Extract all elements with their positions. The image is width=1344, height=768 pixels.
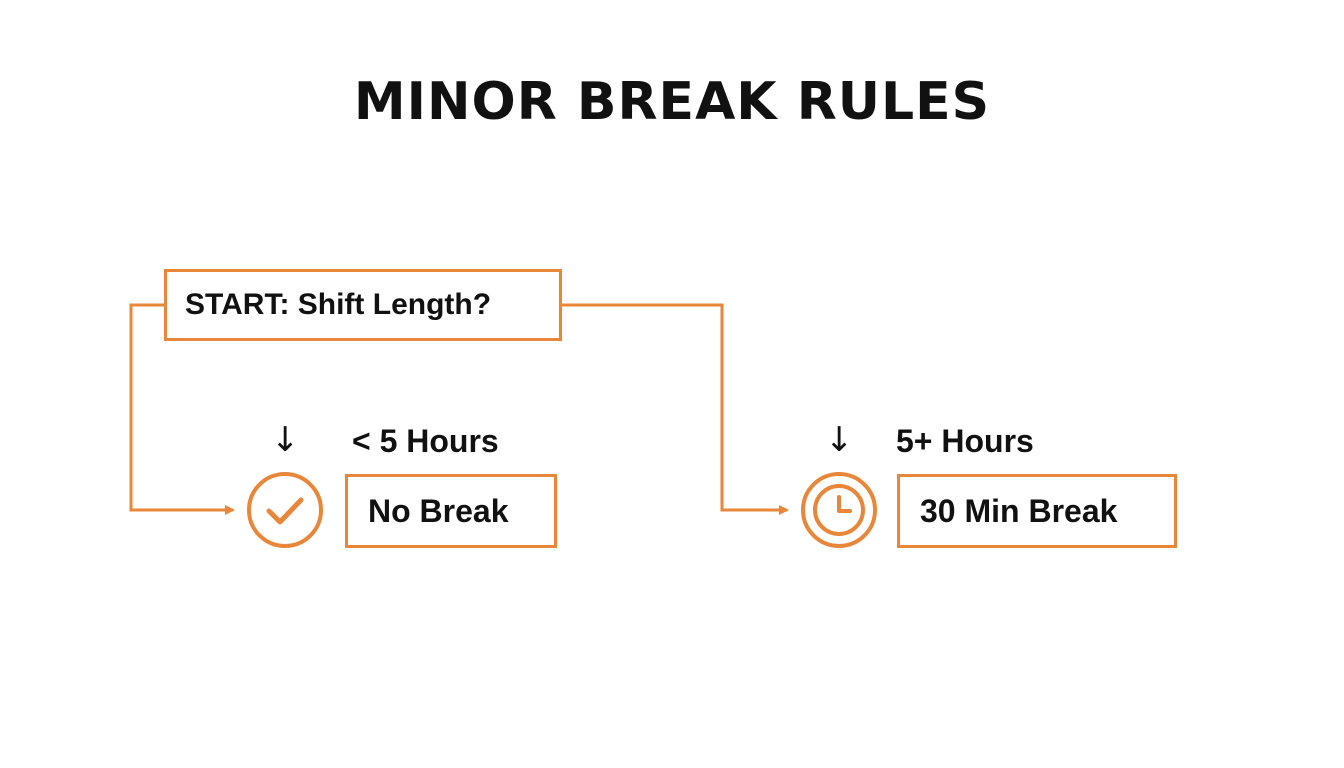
check-icon bbox=[245, 470, 325, 550]
start-box: START: Shift Length? bbox=[164, 269, 562, 341]
start-label: START: Shift Length? bbox=[185, 288, 492, 321]
clock-icon bbox=[799, 470, 879, 550]
down-arrow-icon: ↓ bbox=[825, 420, 854, 460]
result-label-30-min-break: 30 Min Break bbox=[920, 492, 1118, 529]
connector-right-branch bbox=[562, 303, 789, 515]
result-box-30-min-break: 30 Min Break bbox=[897, 474, 1177, 548]
down-arrow-icon: ↓ bbox=[271, 420, 300, 460]
condition-label-5-plus: 5+ Hours bbox=[896, 423, 1034, 459]
result-box-no-break: No Break bbox=[345, 474, 557, 548]
page-title: MINOR BREAK RULES bbox=[353, 72, 991, 132]
condition-label-under-5: < 5 Hours bbox=[352, 423, 499, 459]
connector-left-branch bbox=[129, 303, 235, 515]
result-label-no-break: No Break bbox=[368, 492, 509, 529]
